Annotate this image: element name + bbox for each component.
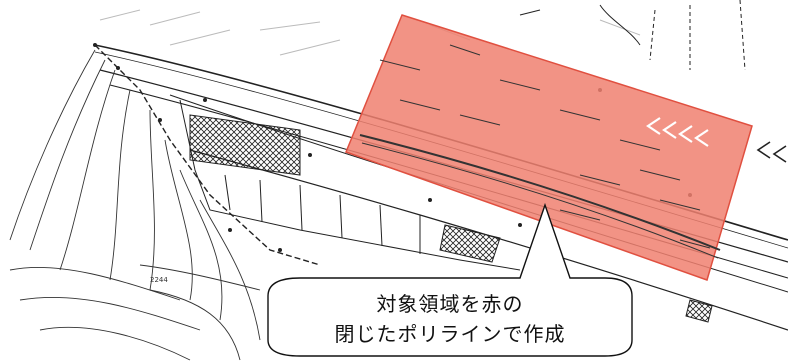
- callout-line-1: 対象領域を赤の: [376, 292, 524, 316]
- direction-chevrons: [646, 117, 709, 147]
- callout-line-2: 閉じたポリラインで作成: [334, 322, 566, 346]
- hatched-area-left: [189, 114, 301, 176]
- callout-text: 対象領域を赤の 閉じたポリラインで作成: [272, 284, 628, 354]
- upper-right-structures: [519, 0, 746, 71]
- lines-in-target-area: [359, 44, 721, 259]
- hatched-area-lower: [439, 224, 501, 263]
- slope-line: [94, 44, 321, 266]
- target-area-polygon: [345, 14, 753, 281]
- contour-lines: [9, 49, 261, 361]
- background-contours: [99, 9, 641, 56]
- direction-chevrons-outside: [756, 141, 787, 163]
- elevation-label: 2244: [150, 276, 168, 284]
- callout-bubble: [267, 202, 633, 357]
- hatched-area-right: [685, 299, 713, 323]
